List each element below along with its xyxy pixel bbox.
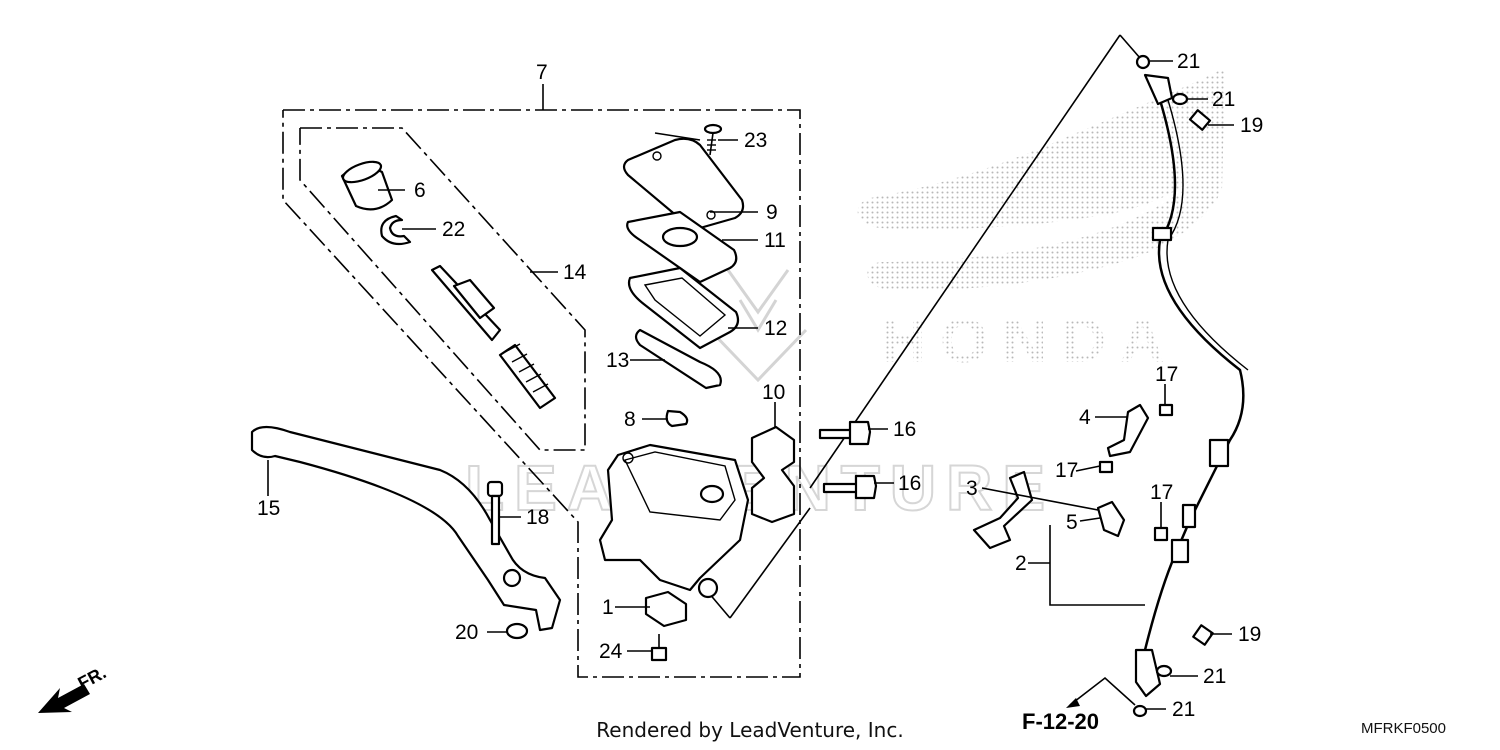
callout-20: 20 [455, 621, 478, 644]
callout-18: 18 [526, 506, 549, 529]
callout-19-lower: 19 [1238, 623, 1261, 646]
front-direction-arrow-icon [38, 684, 90, 713]
assembly-7-box [282, 84, 801, 678]
callout-3: 3 [966, 477, 978, 500]
callout-8: 8 [624, 408, 636, 431]
callout-17-middle: 17 [1055, 459, 1078, 482]
leadventure-mark-icon [708, 269, 808, 383]
callout-11: 11 [764, 229, 786, 252]
circlip-22-icon [380, 214, 412, 246]
bracket-3-icon [972, 470, 1034, 550]
screw-23-icon [703, 123, 723, 156]
callout-21-lower: 21 [1203, 665, 1226, 688]
bracket-4-icon [1106, 403, 1150, 458]
diaphragm-plate-11-icon [626, 210, 738, 284]
callout-15: 15 [257, 497, 280, 520]
clip-8-icon [665, 409, 689, 428]
callout-21-upper: 21 [1212, 88, 1235, 111]
reference-arrow-icon [1066, 676, 1136, 708]
callout-5: 5 [1066, 511, 1078, 534]
clamp-5-icon [1096, 500, 1126, 538]
piston-icon [430, 264, 502, 342]
reservoir-cap-9-icon [622, 132, 745, 230]
callout-1: 1 [602, 596, 614, 619]
callout-13: 13 [606, 349, 629, 372]
callout-labels: 7 23 6 9 22 11 14 12 13 8 10 16 16 15 18… [257, 50, 1263, 721]
diagram-code: MFRKF0500 [1361, 720, 1446, 737]
callout-2-bracket [1049, 525, 1145, 606]
bolts-17-icon [1098, 403, 1174, 542]
callout-2: 2 [1015, 552, 1027, 575]
reference-label: F-12-20 [1022, 709, 1099, 734]
nut-20-icon [505, 622, 529, 640]
callout-22: 22 [442, 218, 465, 241]
switch-1-icon [644, 590, 688, 628]
callout-24: 24 [599, 640, 623, 663]
callout-17-top: 17 [1155, 363, 1178, 386]
bolt-16-upper-icon [818, 420, 872, 446]
callout-23: 23 [744, 129, 767, 152]
brake-lever-15-icon [250, 425, 562, 632]
honda-wing-logo: HONDA [857, 68, 1225, 376]
brake-hose-icon [1132, 54, 1249, 718]
leader-lines [267, 60, 1234, 710]
honda-watermark: HONDA [881, 307, 1178, 376]
piston-set-14-box [299, 127, 586, 451]
holder-10-icon [750, 425, 796, 524]
screw-24-icon [650, 634, 668, 662]
footer-credit: Rendered by LeadVenture, Inc. [596, 718, 903, 742]
spring-icon [498, 343, 557, 410]
callout-7: 7 [536, 61, 548, 84]
callout-19-upper: 19 [1240, 114, 1263, 137]
bolt-16-lower-icon [822, 474, 878, 500]
callout-14: 14 [563, 261, 587, 284]
master-cylinder-body-icon [598, 443, 750, 599]
callout-12: 12 [764, 317, 787, 340]
callout-16-lower: 16 [898, 472, 921, 495]
diaphragm-12-icon [627, 266, 740, 350]
callout-21-bottom: 21 [1172, 698, 1195, 721]
callout-10: 10 [762, 381, 785, 404]
boot-6-icon [340, 160, 394, 211]
callout-4: 4 [1079, 406, 1091, 429]
callout-21-top: 21 [1177, 50, 1200, 73]
callout-17-lower: 17 [1150, 481, 1173, 504]
callout-6: 6 [414, 179, 426, 202]
float-plate-13-icon [634, 328, 722, 390]
pivot-bolt-18-icon [486, 480, 504, 546]
callout-9: 9 [766, 201, 778, 224]
callout-16-upper: 16 [893, 418, 916, 441]
